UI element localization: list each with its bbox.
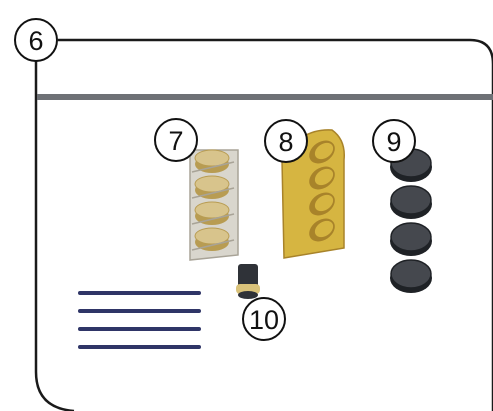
callout-7-label: 7 — [168, 126, 183, 156]
callout-6-label: 6 — [28, 26, 43, 56]
stripe-line — [78, 309, 201, 313]
callout-8-circle — [264, 119, 308, 163]
callout-6: 6 — [14, 18, 58, 62]
clear-holder-strut — [191, 239, 235, 251]
clear-holder-strut — [191, 187, 235, 199]
callout-9: 9 — [372, 119, 416, 163]
top-rail — [37, 94, 493, 100]
cartridge-cap — [236, 284, 260, 294]
gold-disc-holder — [281, 129, 345, 259]
cartridge-component — [236, 264, 260, 299]
gold-holder-disc-face — [314, 194, 334, 212]
clear-disc-holder — [189, 149, 239, 261]
clear-holder-disc — [194, 201, 230, 219]
callout-9-circle — [372, 119, 416, 163]
callout-10-label: 10 — [249, 305, 279, 335]
stripe-lines — [78, 291, 201, 349]
callout-8: 8 — [264, 119, 308, 163]
cartridge-body — [238, 264, 258, 290]
callout-6-circle — [14, 18, 58, 62]
cartridge-base — [238, 291, 258, 299]
dark-disc — [390, 259, 432, 289]
gold-holder-disc-face — [314, 168, 334, 186]
gold-holder-disc-face — [314, 220, 334, 238]
gold-holder-disc-face — [314, 142, 334, 160]
dark-disc-stack — [390, 148, 432, 293]
callout-10-circle — [242, 297, 286, 341]
callout-8-label: 8 — [278, 127, 293, 157]
callout-10: 10 — [242, 297, 286, 341]
stripe-line — [78, 327, 201, 331]
clear-holder-strut — [191, 213, 235, 225]
dark-disc — [390, 222, 432, 252]
clear-holder-disc — [194, 227, 230, 245]
callout-7-circle — [154, 118, 198, 162]
callout-7: 7 — [154, 118, 198, 162]
stripe-line — [78, 345, 201, 349]
clear-holder-disc — [194, 175, 230, 193]
stripe-line — [78, 291, 201, 295]
clear-holder-strut — [191, 161, 235, 173]
clear-holder-disc — [194, 149, 230, 167]
dark-disc — [390, 185, 432, 215]
callout-9-label: 9 — [386, 127, 401, 157]
